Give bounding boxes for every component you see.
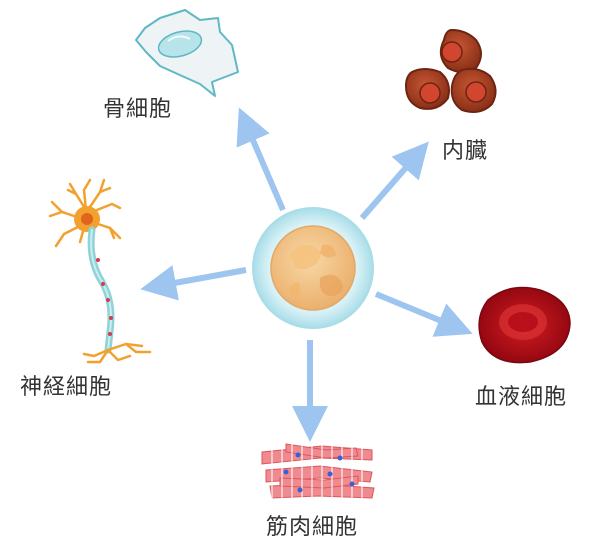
label-nerve-cell: 神経細胞 [20, 375, 112, 400]
organ-cells [404, 28, 497, 113]
stem-cell [252, 207, 374, 329]
label-bone-cell: 骨細胞 [103, 97, 172, 122]
blood-cell [478, 286, 571, 364]
arrow-to-organ [359, 141, 429, 220]
arrow-to-blood [374, 291, 473, 337]
arrow-to-bone [236, 107, 286, 212]
bone-cell [135, 9, 239, 97]
label-organ: 内臓 [442, 139, 488, 164]
arrows [140, 107, 473, 442]
muscle-cells [261, 443, 375, 500]
nerve-cell [48, 178, 152, 364]
label-blood-cell: 血液細胞 [475, 385, 567, 410]
label-muscle-cell: 筋肉細胞 [266, 515, 358, 540]
arrow-to-nerve [140, 265, 247, 301]
